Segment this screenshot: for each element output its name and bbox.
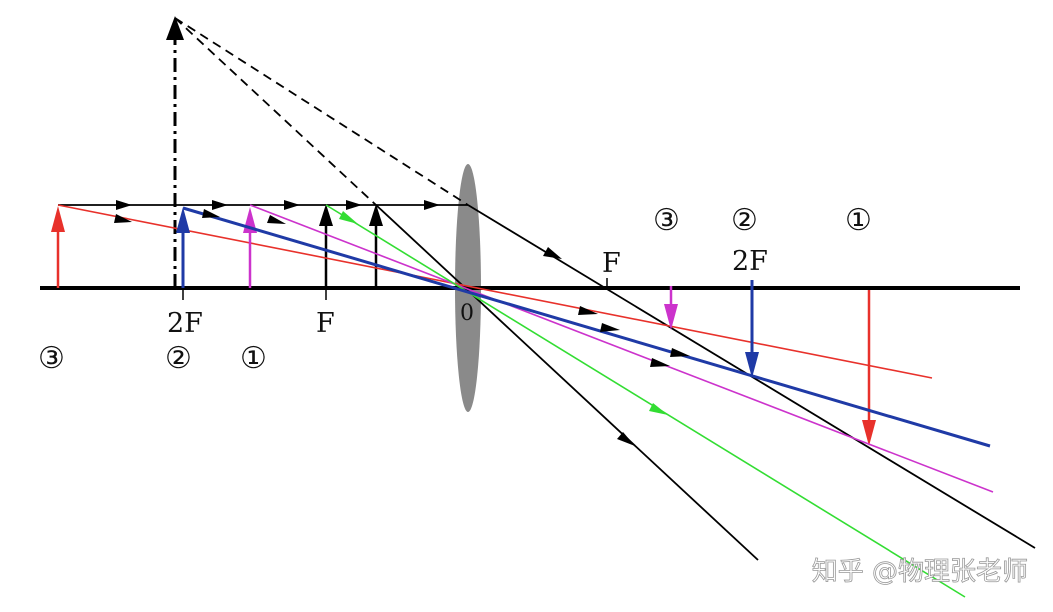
label-right-2f: 2F — [732, 246, 768, 277]
virtual-ray-extension-1 — [174, 17, 469, 206]
label-right-case-1: ① — [845, 203, 872, 238]
label-right-f: F — [602, 248, 621, 279]
label-left-case-2: ② — [165, 341, 192, 376]
label-left-f: F — [316, 308, 335, 339]
label-right-case-3: ③ — [653, 203, 680, 238]
green-center-ray — [325, 204, 966, 598]
label-left-case-1: ① — [240, 341, 267, 376]
center-ray-black — [375, 204, 759, 561]
label-left-2f: 2F — [167, 308, 203, 339]
red-center-ray — [57, 204, 933, 379]
label-left-case-3: ③ — [38, 341, 65, 376]
magenta-center-ray — [249, 204, 994, 493]
blue-center-ray — [182, 206, 991, 448]
virtual-ray-extension-2 — [174, 17, 377, 206]
watermark: 知乎 @物理张老师 — [812, 557, 1028, 587]
label-origin: 0 — [460, 301, 474, 326]
label-right-case-2: ② — [731, 203, 758, 238]
